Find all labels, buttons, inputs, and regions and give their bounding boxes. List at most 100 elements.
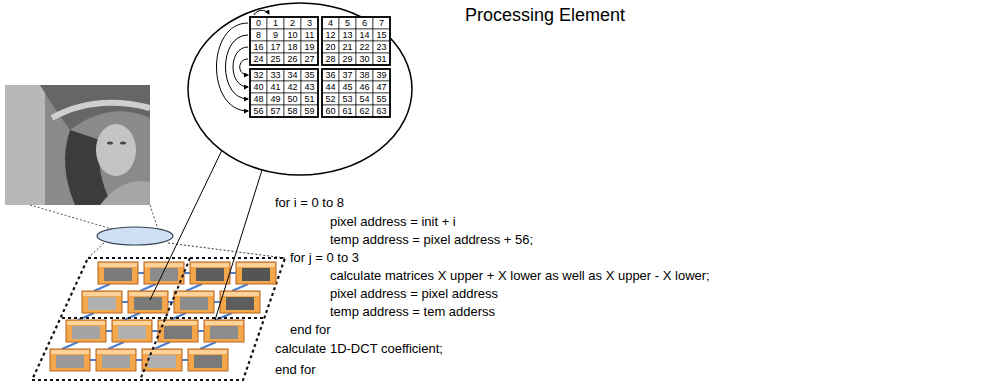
matrix-cell-number: 23 bbox=[373, 41, 390, 53]
interconnect bbox=[214, 301, 220, 303]
matrix-cell bbox=[301, 53, 318, 65]
matrix-cell bbox=[322, 41, 339, 53]
image-tile bbox=[210, 326, 238, 339]
matrix-cell-number: 4 bbox=[322, 17, 339, 29]
matrix-cell bbox=[373, 17, 390, 29]
element-body bbox=[112, 320, 152, 342]
photo-background bbox=[5, 85, 45, 205]
projection-line bbox=[150, 205, 158, 229]
matrix-cell bbox=[339, 69, 356, 81]
matrix-cell bbox=[356, 17, 373, 29]
element-highlight bbox=[67, 321, 105, 325]
matrix-cell bbox=[301, 69, 318, 81]
matrix-cell-number: 47 bbox=[373, 81, 390, 93]
matrix-cell bbox=[373, 81, 390, 93]
swap-arrow bbox=[226, 35, 249, 99]
matrix-cell-number: 10 bbox=[284, 29, 301, 41]
pseudocode-line: for j = 0 to 3 bbox=[290, 250, 359, 266]
projection-line bbox=[168, 243, 285, 258]
matrix-cell bbox=[356, 53, 373, 65]
matrix-cell-number: 50 bbox=[284, 93, 301, 105]
element-highlight bbox=[221, 292, 259, 296]
matrix-cell-number: 45 bbox=[339, 81, 356, 93]
matrix-cell bbox=[356, 29, 373, 41]
image-tile bbox=[180, 297, 208, 310]
matrix-cell-number: 37 bbox=[339, 69, 356, 81]
matrix-cell bbox=[284, 41, 301, 53]
matrix-cell-number: 35 bbox=[301, 69, 318, 81]
element-body bbox=[158, 320, 198, 342]
image-tile bbox=[242, 268, 270, 281]
processing-element bbox=[50, 349, 90, 371]
matrix-cell-number: 59 bbox=[301, 105, 318, 117]
processing-element bbox=[112, 320, 152, 342]
interconnect bbox=[200, 342, 216, 349]
magnifier-circle bbox=[188, 3, 412, 175]
matrix-cell bbox=[284, 29, 301, 41]
matrix-cell-number: 40 bbox=[250, 81, 267, 93]
interconnect bbox=[90, 359, 96, 361]
matrix-cell-number: 41 bbox=[267, 81, 284, 93]
matrix-cell bbox=[373, 53, 390, 65]
matrix-cell-number: 17 bbox=[267, 41, 284, 53]
interconnect bbox=[232, 284, 248, 291]
matrix-cell bbox=[322, 69, 339, 81]
matrix-cell-number: 56 bbox=[250, 105, 267, 117]
matrix-cell-number: 18 bbox=[284, 41, 301, 53]
array-outline bbox=[32, 258, 285, 380]
pseudocode-line: calculate matrices X upper + X lower as … bbox=[330, 268, 710, 284]
matrix-cell bbox=[322, 53, 339, 65]
processing-element bbox=[128, 291, 168, 313]
matrix-cell-number: 28 bbox=[322, 53, 339, 65]
photo-ground bbox=[5, 85, 150, 205]
matrix-cell bbox=[284, 53, 301, 65]
processing-element bbox=[188, 349, 228, 371]
matrix-cell-number: 9 bbox=[267, 29, 284, 41]
interconnect bbox=[124, 313, 140, 320]
matrix-cell bbox=[301, 41, 318, 53]
matrix-cell bbox=[267, 41, 284, 53]
matrix-cell-number: 52 bbox=[322, 93, 339, 105]
matrix-cell bbox=[250, 41, 267, 53]
processing-element bbox=[98, 262, 138, 284]
matrix-cell-number: 38 bbox=[356, 69, 373, 81]
element-body bbox=[204, 320, 244, 342]
row-swap-arrows bbox=[217, 10, 270, 111]
matrix-cell-number: 12 bbox=[322, 29, 339, 41]
photo-shoulder bbox=[100, 181, 150, 205]
element-body bbox=[174, 291, 214, 313]
matrix-cell-number: 62 bbox=[356, 105, 373, 117]
pseudocode-line: pixel address = init + i bbox=[330, 214, 456, 230]
matrix-cell bbox=[267, 53, 284, 65]
matrix-cell-number: 53 bbox=[339, 93, 356, 105]
element-body bbox=[190, 262, 230, 284]
matrix-cell bbox=[339, 53, 356, 65]
pseudocode-line: temp address = pixel address + 56; bbox=[330, 232, 533, 248]
matrix-block bbox=[250, 17, 318, 65]
interconnect bbox=[106, 330, 112, 332]
element-body bbox=[220, 291, 260, 313]
projection-lines bbox=[30, 205, 285, 258]
matrix-cell bbox=[339, 29, 356, 41]
matrix-cell-number: 26 bbox=[284, 53, 301, 65]
element-highlight bbox=[143, 350, 181, 354]
matrix-cell bbox=[322, 81, 339, 93]
element-highlight bbox=[99, 263, 137, 267]
matrix-cell-number: 25 bbox=[267, 53, 284, 65]
processing-element bbox=[190, 262, 230, 284]
matrix-cell bbox=[267, 81, 284, 93]
image-tile bbox=[196, 268, 224, 281]
matrix-cell bbox=[250, 93, 267, 105]
matrix-cell-number: 58 bbox=[284, 105, 301, 117]
swap-arrow bbox=[240, 59, 248, 75]
matrix-cell bbox=[250, 105, 267, 117]
matrix-cell-number: 34 bbox=[284, 69, 301, 81]
pseudocode-line: for i = 0 to 8 bbox=[275, 195, 344, 211]
matrix-cell bbox=[373, 29, 390, 41]
element-body bbox=[82, 291, 122, 313]
image-tile bbox=[194, 355, 222, 368]
processing-element bbox=[174, 291, 214, 313]
element-highlight bbox=[83, 292, 121, 296]
zoom-lines bbox=[150, 150, 262, 320]
matrix-cell bbox=[267, 29, 284, 41]
